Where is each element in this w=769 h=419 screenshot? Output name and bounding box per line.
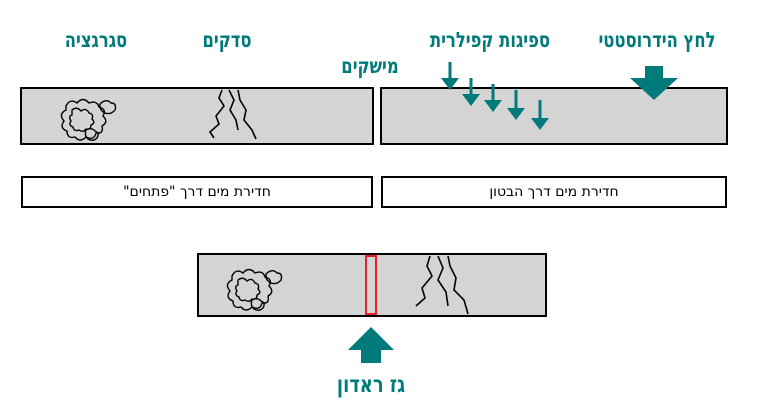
left-concrete-slab bbox=[20, 87, 374, 145]
hydrostatic-pressure-label: לחץ הידרוסטטי bbox=[598, 28, 716, 52]
joint-highlight bbox=[365, 255, 377, 315]
capillary-arrows-icon bbox=[441, 62, 549, 130]
concrete-penetration-box: חדירת מים דרך הבטון bbox=[381, 176, 727, 208]
cracks-bottom-icon bbox=[415, 255, 469, 315]
segregation-blob-icon bbox=[60, 98, 117, 141]
cracks-icon bbox=[208, 89, 257, 140]
segregation-blob-bottom-icon bbox=[226, 268, 283, 311]
cracks-label: סדקים bbox=[202, 28, 252, 52]
openings-penetration-text: חדירת מים דרך "פתחים" bbox=[123, 184, 271, 200]
right-concrete-slab bbox=[380, 87, 728, 145]
joints-label: מישקים bbox=[341, 54, 399, 78]
hydrostatic-arrow-icon bbox=[630, 66, 678, 100]
capillary-absorption-label: ספיגות קפילרית bbox=[429, 28, 550, 52]
radon-arrow-icon bbox=[348, 327, 394, 363]
radon-gas-label: גז ראדון bbox=[336, 372, 406, 398]
openings-penetration-box: חדירת מים דרך "פתחים" bbox=[21, 176, 373, 208]
segregation-label: סגרגציה bbox=[64, 28, 128, 52]
concrete-penetration-text: חדירת מים דרך הבטון bbox=[489, 184, 619, 200]
bottom-concrete-slab bbox=[197, 253, 547, 317]
